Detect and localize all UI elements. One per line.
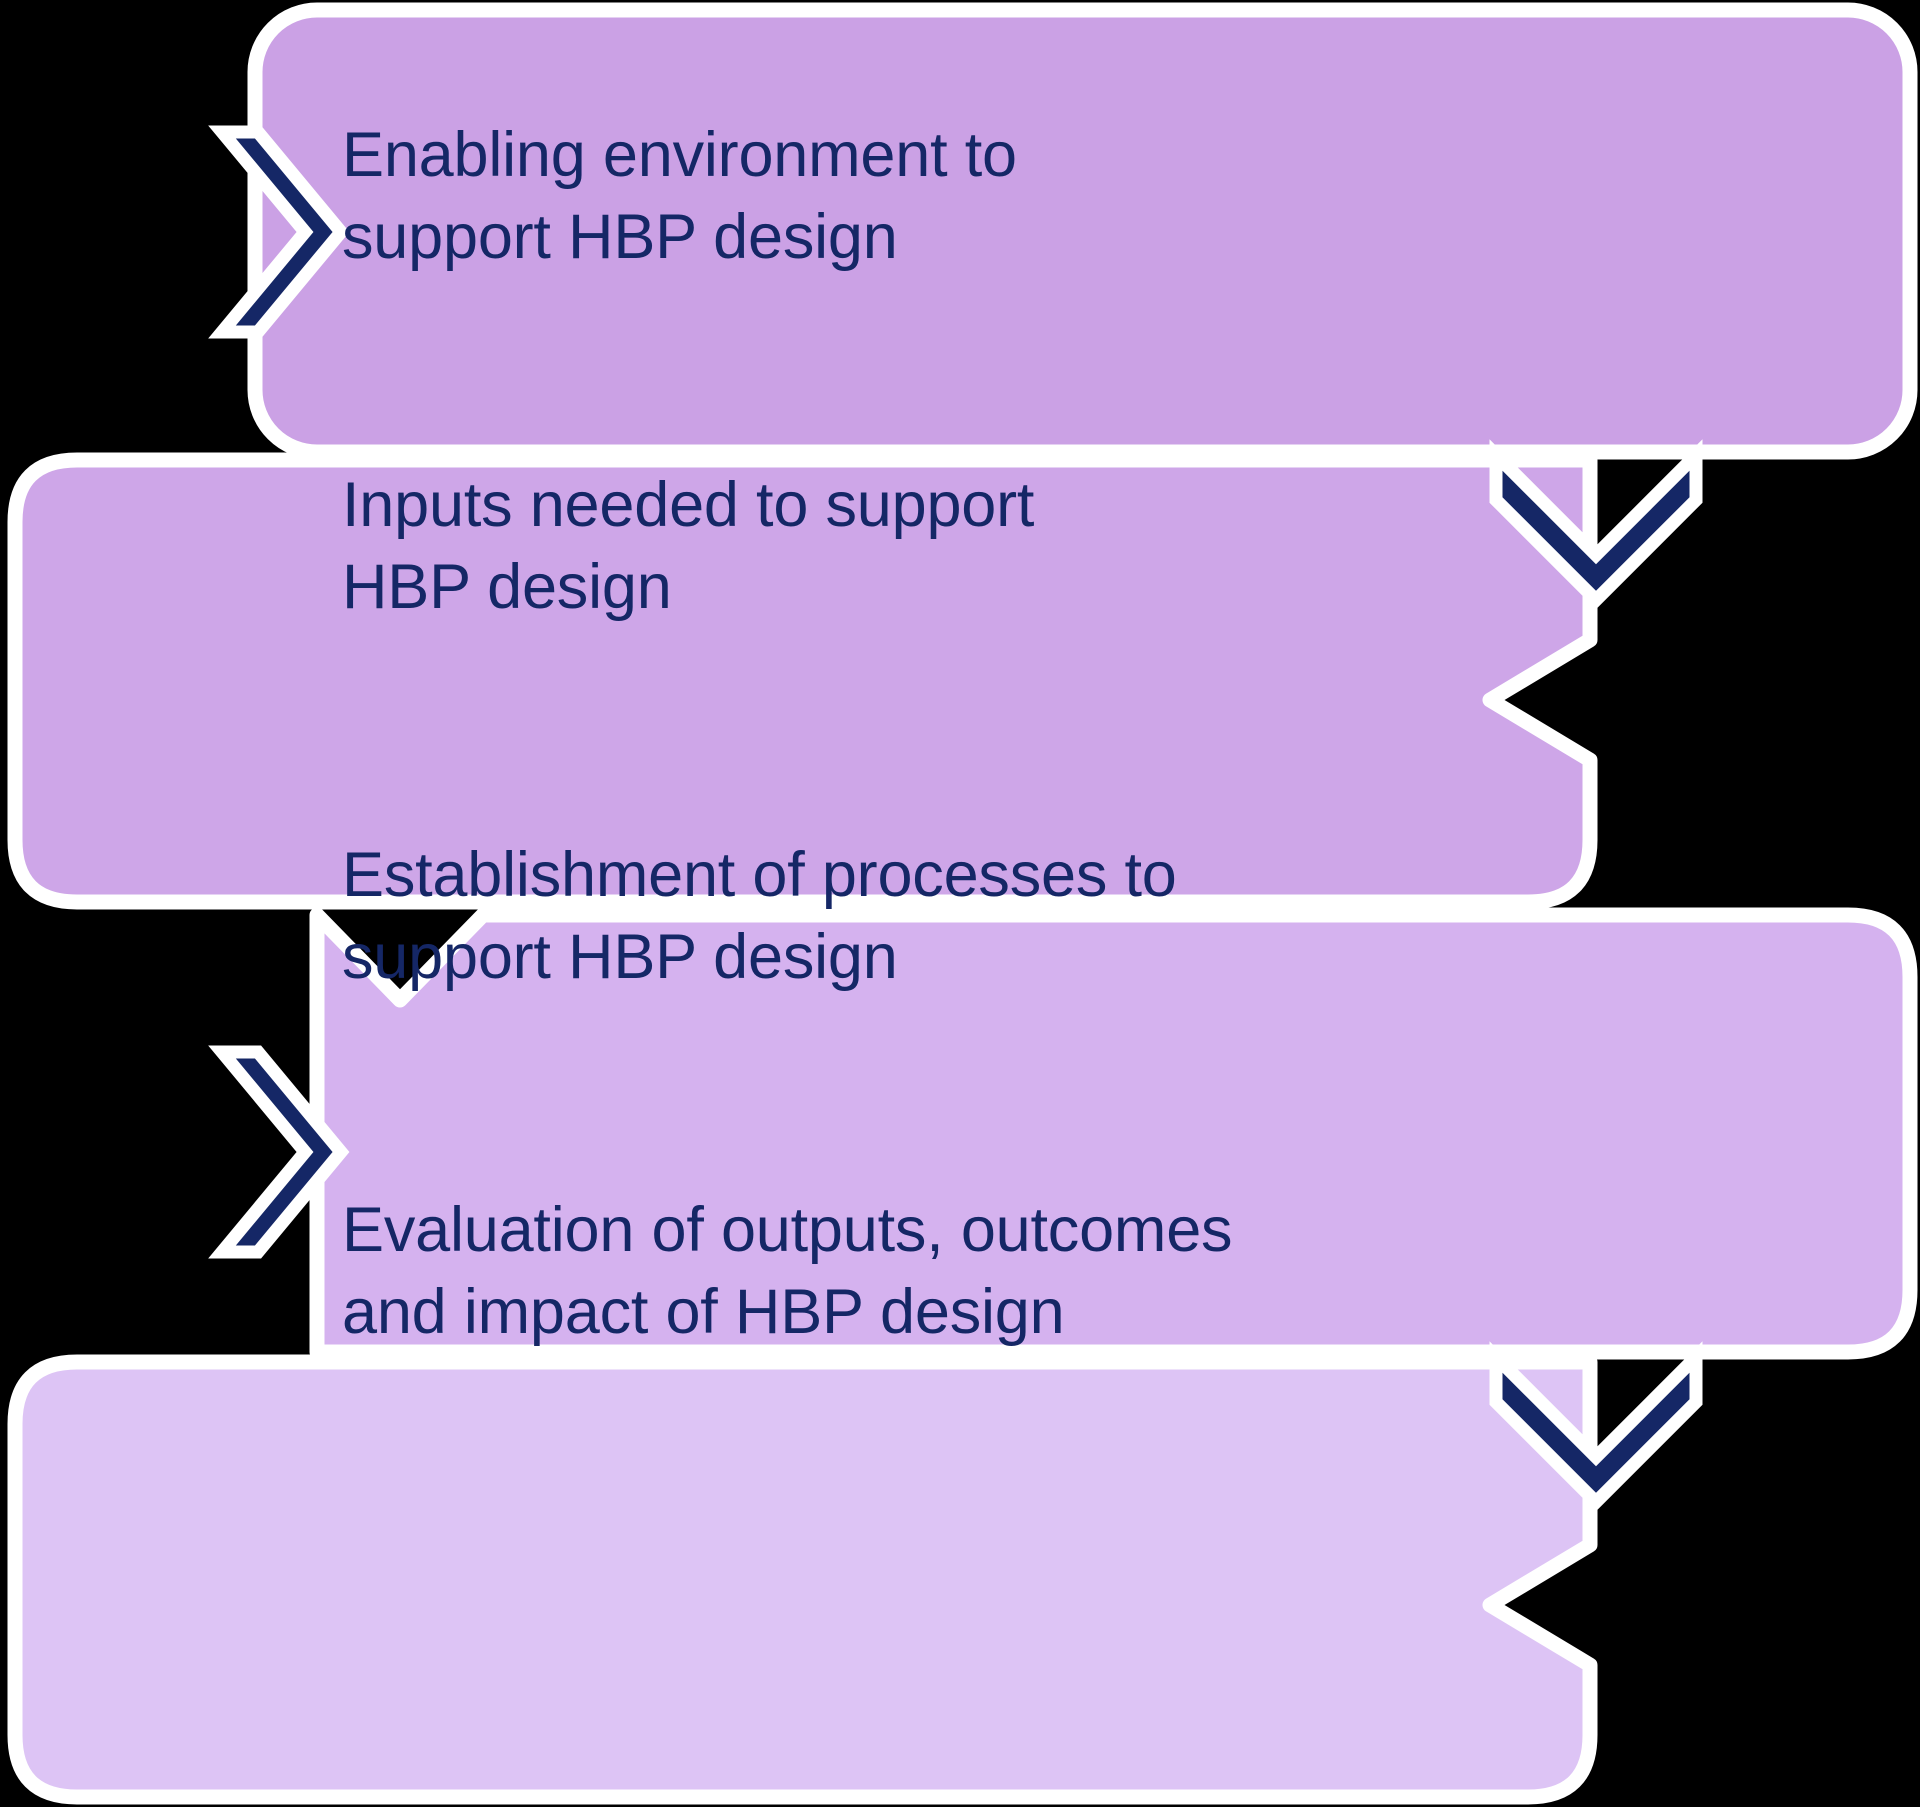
step-3-chevron-right-icon	[208, 1045, 350, 1259]
step-2-body[interactable]	[7, 452, 1598, 910]
step-1-body[interactable]	[247, 2, 1918, 460]
step-4-body[interactable]	[7, 1354, 1598, 1805]
step-1-shape[interactable]	[208, 2, 1918, 460]
step-3-shape[interactable]	[208, 907, 1918, 1360]
step-3-body[interactable]	[309, 907, 1918, 1360]
step-2-chevron-down-icon	[1489, 439, 1703, 610]
step-1-chevron-right-icon	[208, 125, 350, 339]
step-4-shape[interactable]	[7, 1341, 1703, 1805]
step-4-chevron-down-icon	[1489, 1341, 1703, 1512]
step-2-shape[interactable]	[7, 439, 1703, 910]
